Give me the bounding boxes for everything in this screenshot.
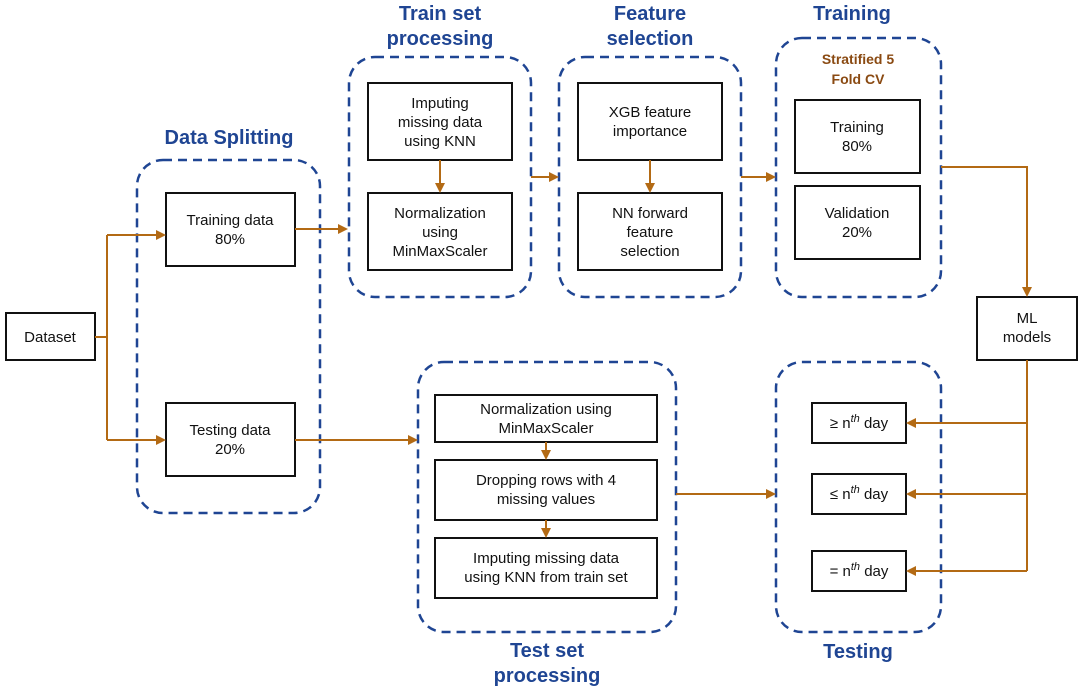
normalization-train-label-line: using [422, 224, 458, 241]
stratified-cv-label-line: Stratified 5 [822, 51, 895, 67]
testing-data-box [165, 402, 296, 477]
testing-data-label-line: 20% [215, 441, 245, 458]
train-80-box [794, 99, 921, 174]
nn-forward-label-line: NN forward [612, 205, 688, 222]
normalization-train-box [367, 192, 513, 271]
impute-knn-box [367, 82, 513, 161]
training-data-label: Training data 80% [187, 212, 275, 248]
normalization-train-label-line: Normalization [394, 205, 486, 222]
testing-title: Testing [823, 641, 893, 663]
ml-models-label: ML models [1003, 310, 1051, 346]
feature-selection-title: Feature selection [607, 3, 694, 50]
dataset-label-line: Dataset [24, 329, 77, 346]
stratified-cv-label-line: Fold CV [832, 71, 886, 87]
day-le-label: ≤ nth day [830, 484, 889, 503]
testing-title-line: Testing [823, 641, 893, 663]
train-processing-title: Train set processing [387, 3, 494, 50]
train-80-label-line: Training [830, 119, 884, 136]
impute-test-label-line: Imputing missing data [473, 550, 620, 567]
impute-test-box [434, 537, 658, 599]
ml-models-label-line: models [1003, 329, 1051, 346]
train-processing-title-line: processing [387, 28, 494, 50]
nn-forward-label: NN forward feature selection [612, 205, 688, 260]
train-processing-title-line: Train set [399, 3, 482, 25]
data-splitting-title-line: Data Splitting [165, 127, 294, 149]
day-le-box [811, 473, 907, 515]
normalization-train-label-line: MinMaxScaler [392, 243, 487, 260]
validation-20-label: Validation 20% [825, 205, 890, 241]
training-title: Training [813, 3, 891, 25]
xgb-label-line: importance [613, 123, 687, 140]
day-eq-box [811, 550, 907, 592]
data-splitting-group [135, 158, 322, 515]
ml-models-label-line: ML [1017, 310, 1038, 327]
test-processing-group [416, 360, 678, 634]
xgb-label-line: XGB feature [609, 104, 692, 121]
nn-forward-label-line: feature [627, 224, 674, 241]
train-80-label: Training 80% [830, 119, 884, 155]
stratified-cv-label: Stratified 5 Fold CV [822, 51, 895, 87]
dropping-rows-box [434, 459, 658, 521]
impute-knn-label-line: using KNN [404, 133, 476, 150]
impute-knn-label-line: missing data [398, 114, 483, 131]
dropping-rows-label-line: missing values [497, 491, 595, 508]
normalization-test-label-line: MinMaxScaler [498, 420, 593, 437]
normalization-test-label-line: Normalization using [480, 401, 612, 418]
dataset-label: Dataset [24, 329, 77, 346]
impute-test-label: Imputing missing data using KNN from trai… [464, 550, 628, 586]
training-data-label-line: Training data [187, 212, 275, 229]
day-ge-box [811, 402, 907, 444]
xgb-box [577, 82, 723, 161]
impute-knn-label: Imputing missing data using KNN [398, 95, 483, 150]
train-80-label-line: 80% [842, 138, 872, 155]
testing-data-label: Testing data 20% [190, 422, 272, 458]
impute-knn-label-line: Imputing [411, 95, 469, 112]
nn-forward-label-line: selection [620, 243, 679, 260]
feature-selection-title-line: selection [607, 28, 694, 50]
impute-test-label-line: using KNN from train set [464, 569, 628, 586]
test-processing-title: Test set processing [494, 640, 601, 687]
test-processing-title-line: processing [494, 665, 601, 687]
day-ge-label: ≥ nth day [830, 413, 889, 432]
validation-20-label-line: 20% [842, 224, 872, 241]
feature-selection-title-line: Feature [614, 3, 686, 25]
train-processing-group [347, 55, 533, 299]
training-data-label-line: 80% [215, 231, 245, 248]
dataset-box [5, 312, 96, 361]
nn-forward-box [577, 192, 723, 271]
training-data-box [165, 192, 296, 267]
day-eq-label: = nth day [830, 561, 889, 580]
test-processing-title-line: Test set [510, 640, 584, 662]
testing-group [774, 360, 943, 634]
data-splitting-title: Data Splitting [165, 127, 294, 149]
training-to-ml-models-arrow [941, 166, 1032, 297]
dropping-rows-label: Dropping rows with 4 missing values [476, 472, 616, 508]
validation-20-box [794, 185, 921, 260]
ml-models-box [976, 296, 1078, 361]
dropping-rows-label-line: Dropping rows with 4 [476, 472, 616, 489]
training-title-line: Training [813, 3, 891, 25]
testing-data-label-line: Testing data [190, 422, 272, 439]
xgb-label: XGB feature importance [609, 104, 692, 140]
feature-selection-group [557, 55, 743, 299]
validation-20-label-line: Validation [825, 205, 890, 222]
